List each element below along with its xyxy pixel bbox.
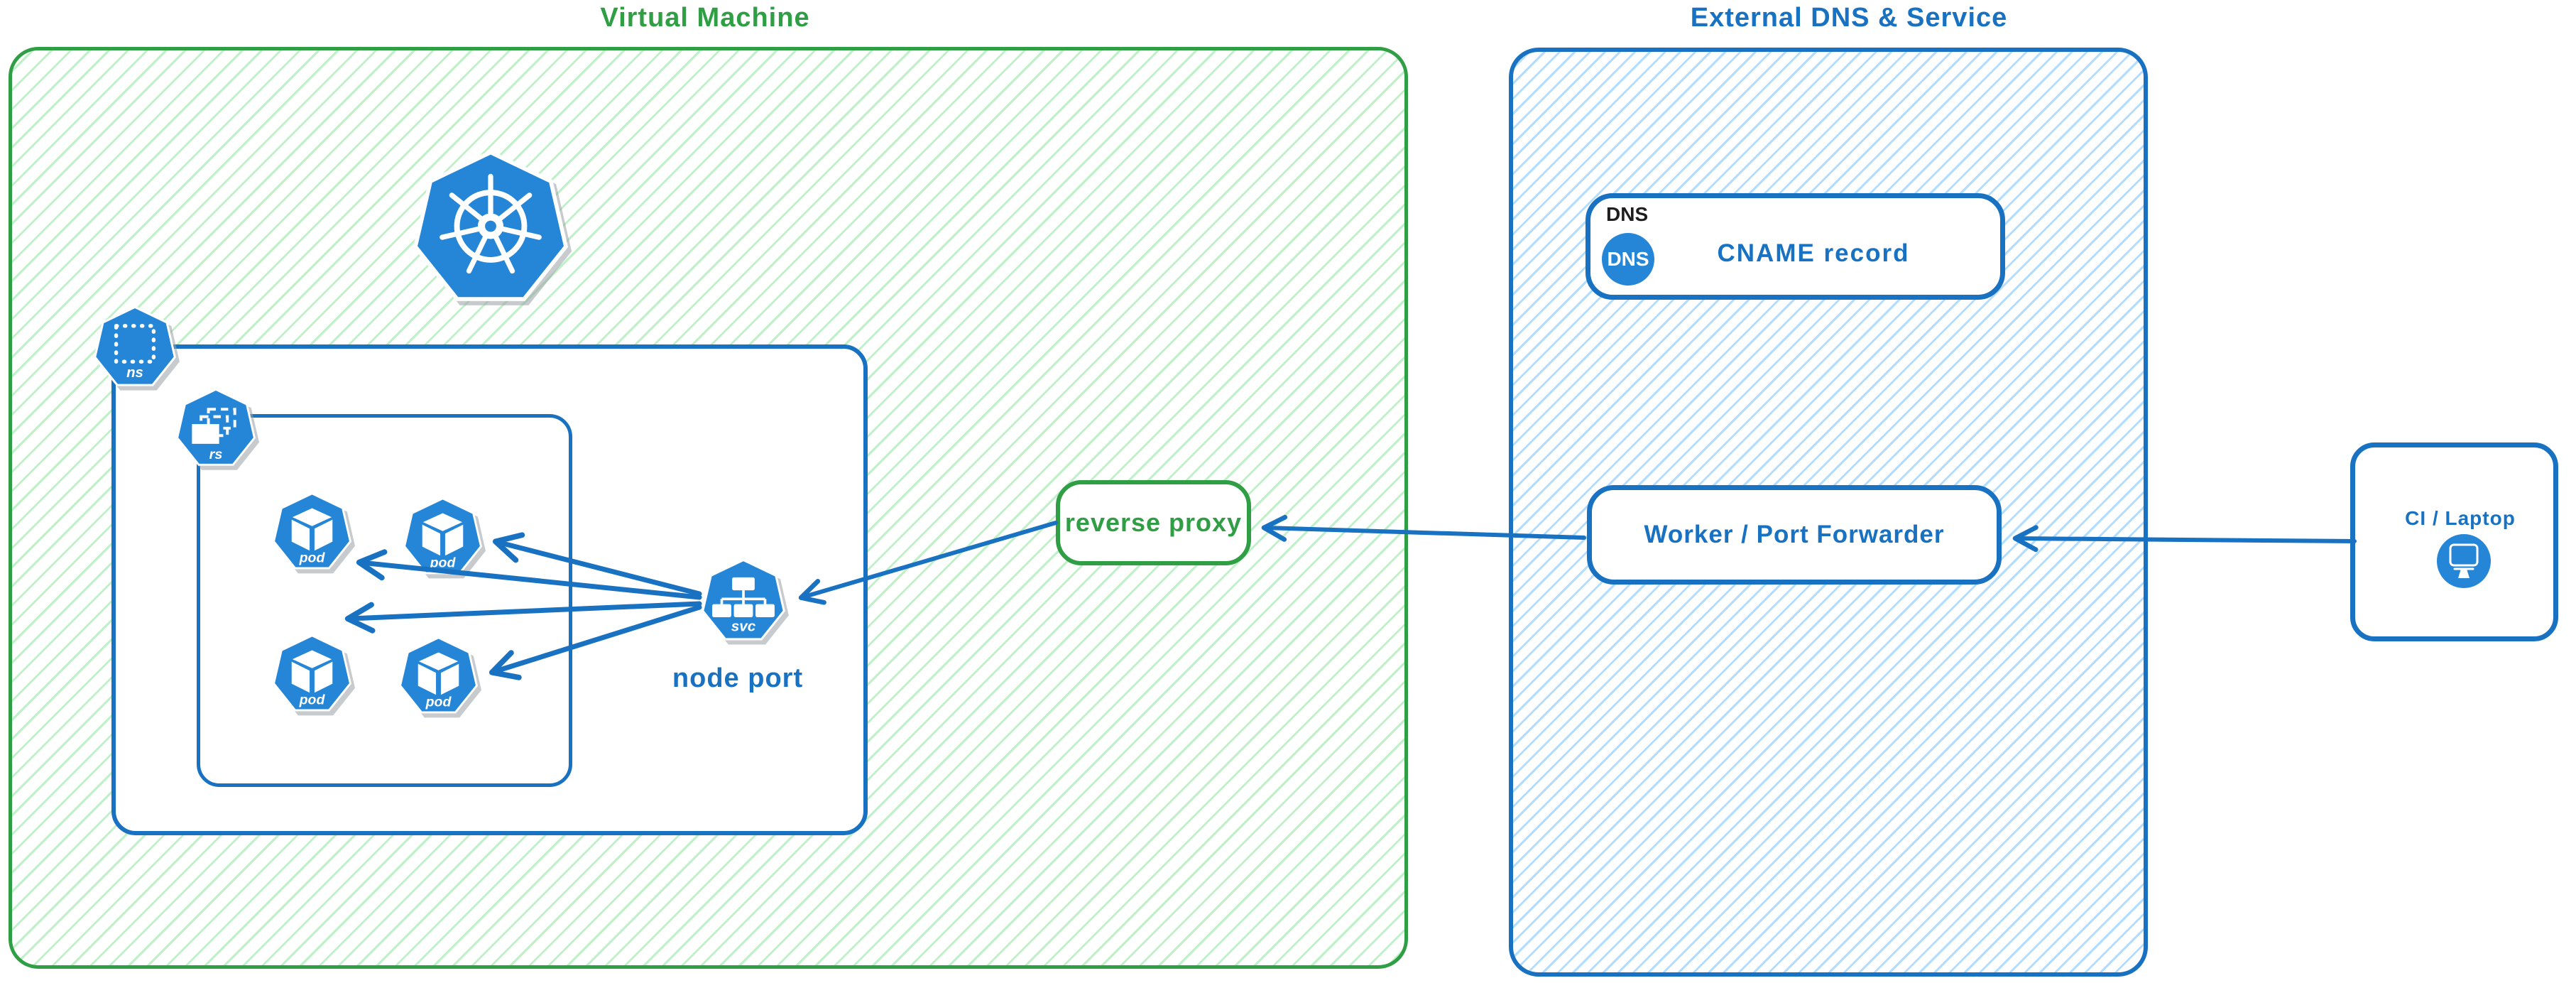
kubernetes-logo-icon — [413, 150, 569, 301]
service-label: svc — [731, 618, 756, 634]
pod-icon: pod — [399, 636, 478, 714]
service-icon: svc — [702, 558, 785, 641]
replicaset-icon: rs — [176, 388, 256, 466]
namespace-icon: ns — [94, 305, 176, 386]
external-dns-region-title: External DNS & Service — [1690, 3, 2008, 33]
reverse-proxy-box: reverse proxy — [1056, 480, 1251, 565]
ci-laptop-label: CI / Laptop — [2405, 507, 2516, 529]
namespace-label: ns — [126, 365, 143, 381]
monitor-icon — [2437, 534, 2491, 588]
worker-port-forwarder-box: Worker / Port Forwarder — [1587, 485, 2002, 585]
replicaset-label: rs — [209, 447, 223, 462]
pod-icon: pod — [273, 492, 351, 570]
worker-port-forwarder-label: Worker / Port Forwarder — [1644, 521, 1945, 548]
node-port-label: node port — [672, 663, 804, 693]
pod-icon: pod — [273, 634, 351, 712]
dns-badge-label: DNS — [1607, 248, 1649, 270]
pod-label: pod — [430, 555, 457, 570]
pod-icon: pod — [403, 497, 482, 575]
dns-badge-icon: DNS — [1602, 233, 1654, 286]
pod-label: pod — [299, 692, 326, 707]
pod-label: pod — [299, 550, 326, 565]
cname-record-box — [1586, 193, 2005, 300]
k8s-replicaset-box — [197, 414, 572, 787]
dns-tag-label: DNS — [1606, 203, 1649, 225]
reverse-proxy-label: reverse proxy — [1064, 508, 1243, 537]
vm-region-title: Virtual Machine — [600, 3, 810, 33]
cname-record-label: CNAME record — [1717, 239, 1910, 267]
pod-label: pod — [425, 694, 452, 710]
